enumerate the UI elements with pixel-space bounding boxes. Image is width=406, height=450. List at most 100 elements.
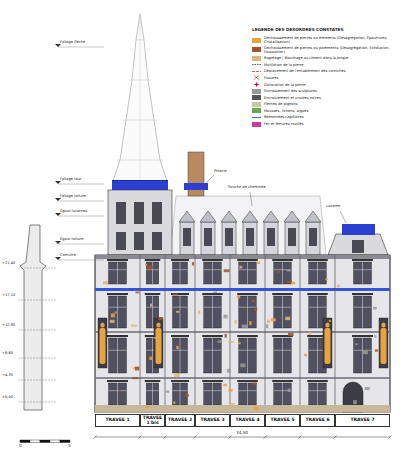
bay-label: TRAVEE 2 xyxy=(168,418,192,423)
window xyxy=(309,262,327,284)
window-transom xyxy=(204,269,222,270)
dormer-pediment xyxy=(221,211,237,222)
window xyxy=(109,262,127,284)
window-pediment xyxy=(171,380,189,382)
level-label: Égout lucarnes xyxy=(60,210,87,214)
symbol-star xyxy=(253,82,260,87)
disorder-patch xyxy=(173,294,178,296)
disorder-patch xyxy=(145,264,147,266)
window xyxy=(354,262,372,284)
bay-cell: TRAVEE 1 bis xyxy=(140,414,165,427)
balustrade-band xyxy=(95,288,390,291)
legend-symbol-svg xyxy=(252,82,261,87)
bay-cell: TRAVEE 2 xyxy=(165,414,195,427)
window-pediment xyxy=(352,335,373,337)
niche xyxy=(323,318,332,368)
dormer-pediment xyxy=(200,211,216,222)
symbol-cross xyxy=(254,76,259,80)
bay-label: TRAVEE 5 xyxy=(270,418,294,423)
disorder-patch xyxy=(239,266,242,269)
scale-bar xyxy=(40,440,50,443)
window-transom xyxy=(109,269,127,270)
level-line xyxy=(18,358,56,359)
legend-row: Fientes de pigeons xyxy=(252,102,402,107)
disorder-patch xyxy=(287,269,291,271)
disorder-patch xyxy=(115,311,118,313)
pilaster xyxy=(335,255,336,412)
window-pediment xyxy=(145,293,161,295)
disorder-patch xyxy=(158,317,163,320)
window-mullion xyxy=(247,338,248,373)
wall-section xyxy=(20,225,46,410)
window-pediment xyxy=(202,380,223,382)
window-pediment xyxy=(272,380,293,382)
window-transom xyxy=(146,307,159,308)
legend-symbol xyxy=(252,69,261,74)
window xyxy=(204,296,222,328)
dormer xyxy=(243,222,257,255)
disorder-patch xyxy=(285,317,290,320)
window-transom xyxy=(274,307,292,308)
legend-swatch xyxy=(252,102,261,107)
legend-text: Mutilation de la pierre xyxy=(264,63,304,67)
disorder-patch xyxy=(355,343,357,345)
elevation-number: +21,40 xyxy=(2,262,15,266)
disorder-patch xyxy=(154,337,157,339)
disorder-patch xyxy=(267,320,270,323)
disorder-patch xyxy=(225,334,227,338)
disorder-patch xyxy=(110,320,115,323)
disorder-patch xyxy=(132,377,138,379)
string-course xyxy=(95,331,390,333)
disorder-patch xyxy=(363,351,368,354)
legend-row: Remontées capillaires xyxy=(252,115,402,120)
window xyxy=(109,296,127,328)
callout-label: Pinacle xyxy=(214,170,227,174)
elevation-number: ±0,00 xyxy=(2,396,13,400)
legend-row: Déchaussement de pierres ou éléments (Dé… xyxy=(252,36,402,44)
window-pediment xyxy=(237,380,258,382)
level-marker xyxy=(55,198,61,201)
window xyxy=(239,262,257,284)
window-transom xyxy=(354,307,372,308)
bay-label: TRAVEE 3 xyxy=(200,418,224,423)
disorder-patch xyxy=(308,332,311,335)
window-mullion xyxy=(117,383,118,405)
leader-line xyxy=(340,211,346,223)
level-label: Faîtage toiture xyxy=(60,195,86,199)
window xyxy=(173,296,188,328)
window xyxy=(274,262,292,284)
disorder-patch xyxy=(252,383,257,385)
window-transom xyxy=(239,390,257,391)
dormer-window xyxy=(204,228,212,246)
dimension-tick xyxy=(164,436,167,439)
level-reference xyxy=(58,216,104,217)
symbol-line xyxy=(252,71,261,72)
window xyxy=(173,262,188,284)
legend-row: Déplacement de l'entablement des cornich… xyxy=(252,69,402,74)
dormer-pediment xyxy=(284,211,300,222)
pavilion-window xyxy=(352,240,364,253)
elevation-number: +17,10 xyxy=(2,294,15,298)
dormer-window xyxy=(183,228,191,246)
symbol-dash xyxy=(252,64,261,65)
legend-text: Mousses, lichens, algues xyxy=(264,109,308,113)
window-transom xyxy=(309,307,327,308)
window-transom xyxy=(173,307,188,308)
window xyxy=(274,383,292,405)
pilaster xyxy=(390,255,391,412)
legend-text: Encroûtement et croûtes noires xyxy=(264,96,321,100)
window-mullion xyxy=(282,262,283,284)
bay-cell: TRAVEE 7 xyxy=(335,414,390,427)
legend-panel: Déchaussement de pierres ou éléments (Dé… xyxy=(252,36,402,128)
window-mullion xyxy=(282,296,283,328)
elevation-number: +8,60 xyxy=(2,352,13,356)
legend-row: Déchaussement de pierres ou parements (D… xyxy=(252,46,402,54)
disorder-patch xyxy=(337,285,340,288)
pilaster xyxy=(230,255,231,412)
window-pediment xyxy=(272,293,293,295)
legend-text: Déchaussement de pierres ou éléments (Dé… xyxy=(264,36,402,44)
disorder-patch xyxy=(228,341,234,343)
disorder-patch xyxy=(229,403,235,406)
disorder-patch xyxy=(135,292,139,294)
window-transom xyxy=(274,350,292,351)
